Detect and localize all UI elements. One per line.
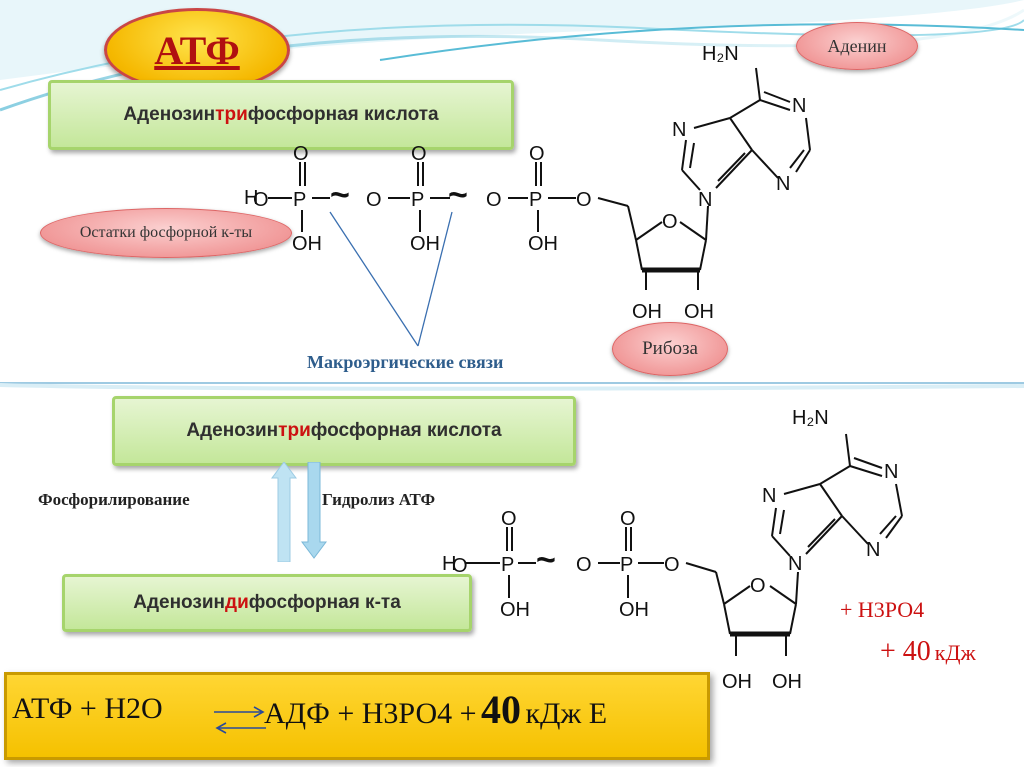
svg-text:N: N: [792, 95, 806, 117]
phosphorylation-label: Фосфорилирование: [38, 490, 190, 509]
svg-text:O: O: [411, 143, 427, 165]
macroergic-bond-adp: ~: [536, 541, 556, 579]
svg-text:OH: OH: [684, 301, 714, 323]
svg-text:O: O: [576, 554, 592, 576]
h-text: H: [244, 187, 258, 209]
svg-text:N: N: [866, 539, 880, 561]
svg-text:O: O: [293, 143, 309, 165]
equation-box: [4, 672, 710, 760]
atp-molecule-top: H O P O OH O P O OH O P O OH O O OH OH N…: [244, 43, 811, 347]
svg-text:N: N: [884, 461, 898, 483]
svg-text:O: O: [576, 189, 592, 211]
svg-text:O: O: [529, 143, 545, 165]
svg-text:O: O: [366, 189, 382, 211]
svg-text:O: O: [664, 554, 680, 576]
conversion-arrows: [271, 462, 327, 562]
plus-energy: + 40 кДж: [880, 636, 976, 667]
svg-text:H₂N: H₂N: [792, 407, 829, 429]
reversible-arrows-icon: [214, 706, 266, 734]
equation-right: АДФ + Н3РО4 + 40 кДж Е: [264, 687, 608, 732]
svg-text:P: P: [501, 554, 514, 576]
svg-text:O: O: [501, 508, 517, 530]
atp-name-highlight: три: [215, 104, 248, 125]
svg-text:P: P: [293, 189, 306, 211]
atp-hydrolysis-label: Гидролиз АТФ: [322, 490, 436, 509]
svg-text:OH: OH: [292, 233, 322, 255]
svg-text:OH: OH: [619, 599, 649, 621]
ribose-label: Рибоза: [612, 322, 728, 376]
svg-text:H₂N: H₂N: [702, 43, 739, 65]
page-title: АТФ: [154, 27, 240, 73]
svg-text:H: H: [442, 553, 456, 575]
svg-text:O: O: [253, 189, 269, 211]
svg-text:OH: OH: [528, 233, 558, 255]
equation-left: АТФ + Н2О: [12, 692, 163, 725]
svg-text:N: N: [788, 553, 802, 575]
svg-text:P: P: [411, 189, 424, 211]
svg-text:O: O: [750, 575, 766, 597]
svg-text:N: N: [776, 173, 790, 195]
svg-text:OH: OH: [772, 671, 802, 693]
svg-text:P: P: [529, 189, 542, 211]
atp-name-post: фосфорная кислота: [247, 104, 439, 125]
svg-text:OH: OH: [410, 233, 440, 255]
svg-text:OH: OH: [722, 671, 752, 693]
svg-text:OH: OH: [500, 599, 530, 621]
atp-name-pre: Аденозин: [123, 104, 216, 125]
title-badge: АТФ: [104, 8, 290, 92]
adenine-label: Аденин: [796, 22, 918, 70]
svg-text:O: O: [620, 508, 636, 530]
svg-text:O: O: [486, 189, 502, 211]
macroergic-bond-2: ~: [448, 176, 468, 214]
phosphate-residues-label: Остатки фосфорной к-ты: [40, 208, 292, 258]
svg-text:N: N: [698, 189, 712, 211]
svg-text:N: N: [762, 485, 776, 507]
svg-text:OH: OH: [632, 301, 662, 323]
macroergic-bonds-label: Макроэргические связи: [307, 352, 504, 372]
svg-text:N: N: [672, 119, 686, 141]
macroergic-bond-1: ~: [330, 176, 350, 214]
plus-phosphoric-acid: + Н3РО4: [840, 597, 925, 622]
svg-text:P: P: [620, 554, 633, 576]
svg-text:O: O: [452, 555, 468, 577]
svg-text:O: O: [662, 211, 678, 233]
